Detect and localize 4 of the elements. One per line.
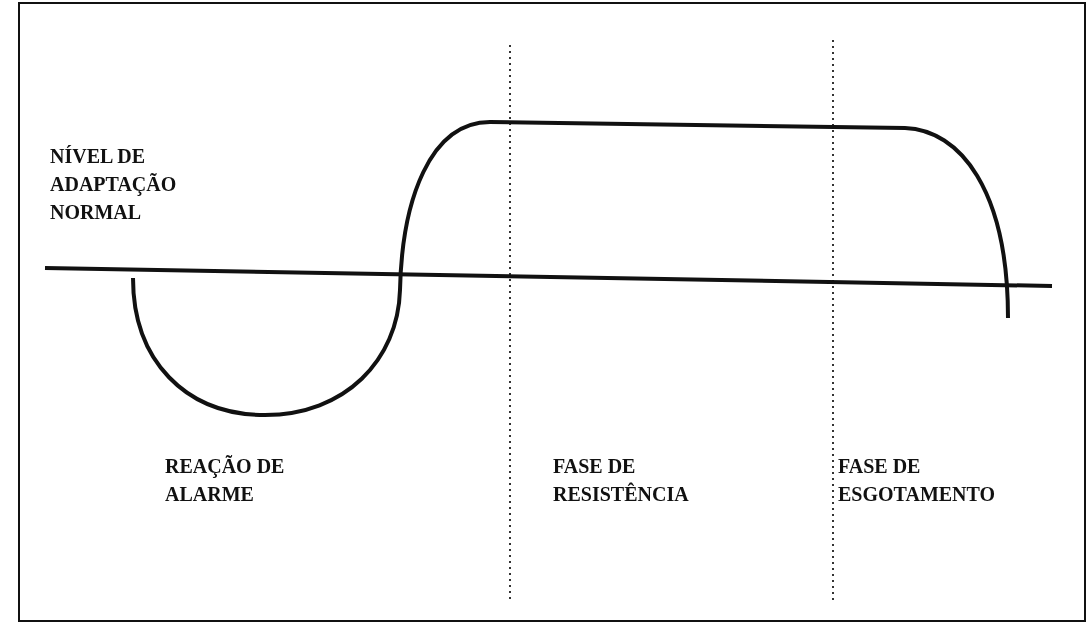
phase-label: FASE DE RESISTÊNCIA — [553, 454, 690, 507]
axis-label: NÍVEL DE ADAPTAÇÃO NORMAL — [50, 144, 178, 225]
phase-label: REAÇÃO DE ALARME — [165, 454, 286, 507]
phase-label: FASE DE ESGOTAMENTO — [838, 454, 997, 507]
